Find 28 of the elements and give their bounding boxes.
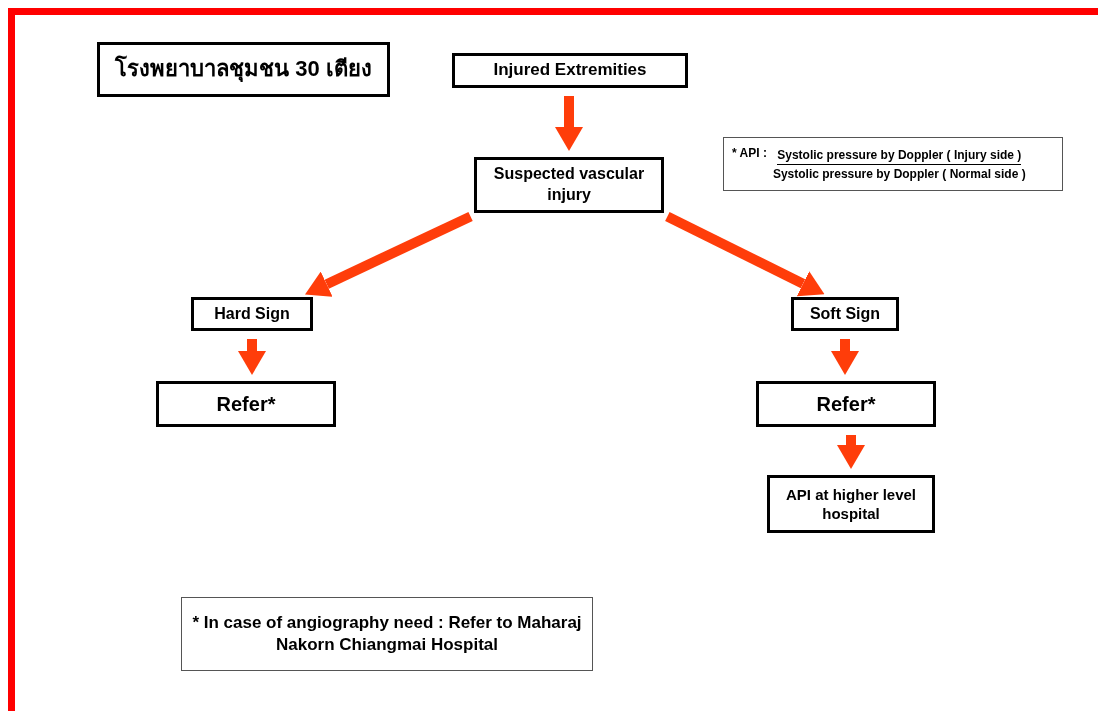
arrow xyxy=(555,96,583,151)
process-box xyxy=(756,381,936,427)
note-label: * API : xyxy=(732,146,767,160)
box-text: Injured Extremities xyxy=(493,59,647,82)
arrow xyxy=(837,435,865,469)
arrow xyxy=(305,211,473,297)
title-box xyxy=(97,42,390,97)
process-box xyxy=(156,381,336,427)
formula-numerator: Systolic pressure by Doppler ( Injury side ) xyxy=(777,146,1022,165)
box-text: Hard Sign xyxy=(214,303,290,324)
box-text: * In case of angiography need : Refer to Maharaj Nakorn Chiangmai Hospital xyxy=(191,611,583,656)
box-text: Refer* xyxy=(216,392,276,417)
process-box xyxy=(767,475,935,533)
note-box xyxy=(723,137,1063,191)
box-text: Soft Sign xyxy=(809,303,881,324)
arrow xyxy=(665,212,825,297)
formula-denominator: Systolic pressure by Doppler ( Normal side ) xyxy=(772,166,1026,183)
arrow xyxy=(831,339,859,375)
process-box xyxy=(191,297,313,331)
process-box xyxy=(474,157,664,213)
box-text: Suspected vascular injury xyxy=(492,164,646,205)
arrow xyxy=(238,339,266,375)
box-text: Refer* xyxy=(816,392,876,417)
box-text: API at higher level hospital xyxy=(784,484,917,524)
process-box xyxy=(791,297,899,331)
process-box xyxy=(452,53,688,88)
note-box xyxy=(181,597,593,671)
title-text: โรงพยาบาลชุมชน 30 เตียง xyxy=(115,55,372,84)
